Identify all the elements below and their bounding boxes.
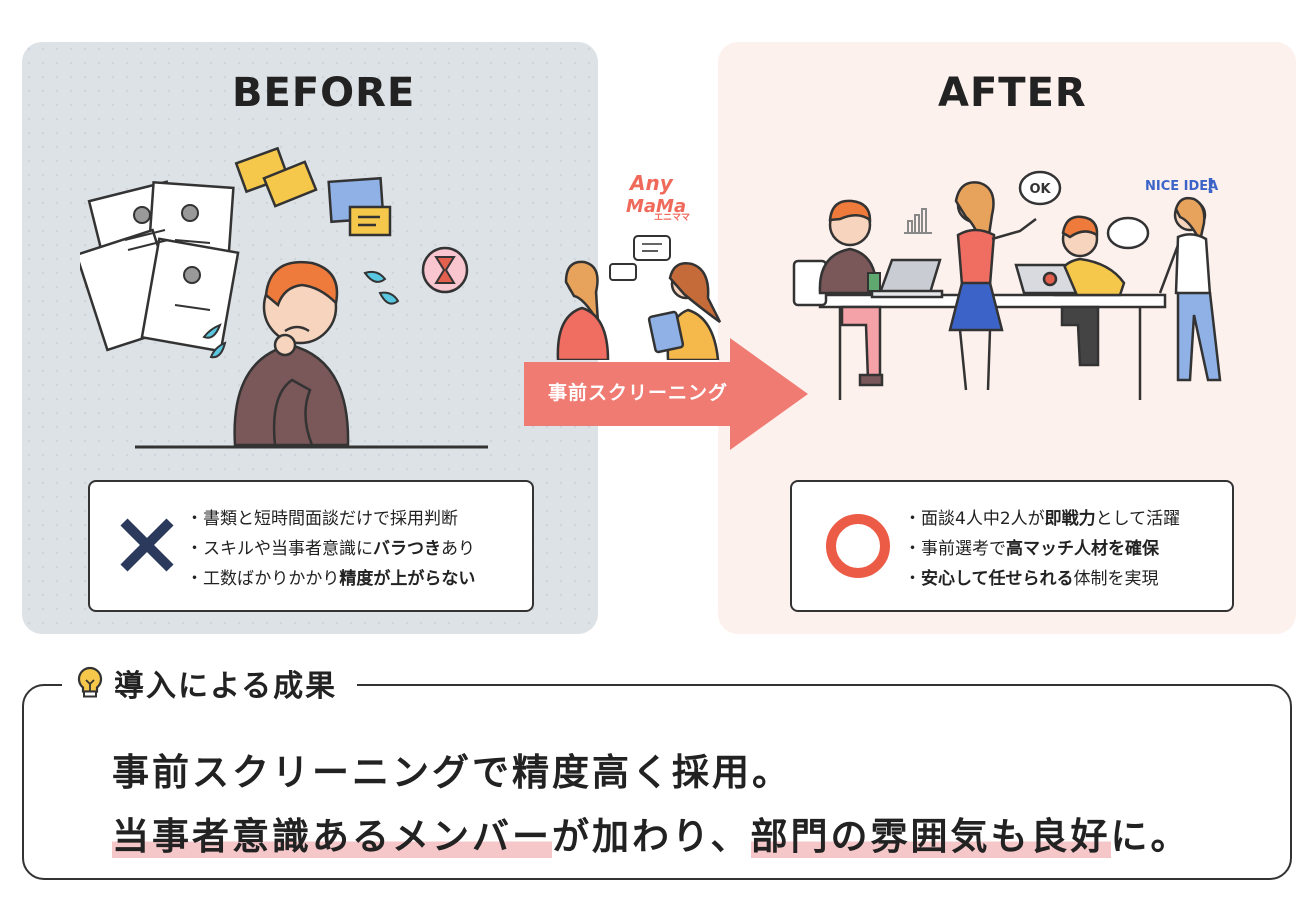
result-line-2: 当事者意識あるメンバーが加わり、部門の雰囲気も良好に。 [112, 815, 1191, 858]
result-title-text: 導入による成果 [114, 669, 338, 704]
id-card-icon [327, 176, 392, 237]
result-box [22, 684, 1292, 880]
envelope-icon [234, 146, 318, 208]
interview-illustration [556, 235, 722, 360]
exclamation-icon: ! [1206, 174, 1215, 198]
laptop-icon [870, 258, 944, 299]
bulb-icon [77, 666, 103, 698]
svg-text:MaMa: MaMa [626, 196, 686, 217]
before-illustration [80, 146, 488, 449]
list-item: ・事前選考で高マッチ人材を確保 [904, 539, 1159, 559]
list-item: ・面談4人中2人が即戦力として活躍 [904, 509, 1181, 529]
laptop-icon [1014, 263, 1078, 295]
highlight-text: 当事者意識あるメンバー [112, 815, 552, 858]
result-line-1: 事前スクリーニングで精度高く採用。 [112, 751, 792, 794]
list-item: ・スキルや当事者意識にバラつきあり [186, 539, 475, 559]
hourglass-icon [421, 246, 469, 294]
arrow-icon [524, 338, 808, 450]
before-points-list: ・書類と短時間面談だけで採用判断 ・スキルや当事者意識にバラつきあり ・工数ばか… [186, 504, 475, 594]
result-title: 導入による成果 [62, 660, 358, 706]
circle-icon [826, 514, 890, 578]
svg-text:Any: Any [628, 171, 674, 195]
after-illustration: OK NICE IDEA ! [792, 170, 1222, 400]
list-item: ・工数ばかりかかり精度が上がらない [186, 569, 476, 589]
svg-text:エニママ: エニママ [654, 213, 690, 223]
after-points-box: ・面談4人中2人が即戦力として活躍 ・事前選考で高マッチ人材を確保 ・安心して任… [790, 480, 1234, 612]
document-icon [80, 180, 240, 353]
chart-icon [904, 208, 932, 234]
list-item: ・安心して任せられる体制を実現 [904, 569, 1159, 589]
before-title: BEFORE [232, 70, 416, 116]
before-points-box: ・書類と短時間面談だけで採用判断 ・スキルや当事者意識にバラつきあり ・工数ばか… [88, 480, 534, 612]
after-points-list: ・面談4人中2人が即戦力として活躍 ・事前選考で高マッチ人材を確保 ・安心して任… [904, 504, 1180, 594]
nice-idea-text: NICE IDEA [1145, 179, 1218, 194]
highlight-text: 部門の雰囲気も良好 [750, 815, 1111, 858]
ok-bubble-text: OK [1029, 182, 1051, 197]
anymama-logo: Any MaMa エニママ [626, 171, 690, 223]
list-item: ・書類と短時間面談だけで採用判断 [186, 509, 458, 529]
after-title: AFTER [938, 70, 1087, 116]
cross-icon [120, 518, 174, 572]
arrow-label: 事前スクリーニング [548, 382, 729, 404]
